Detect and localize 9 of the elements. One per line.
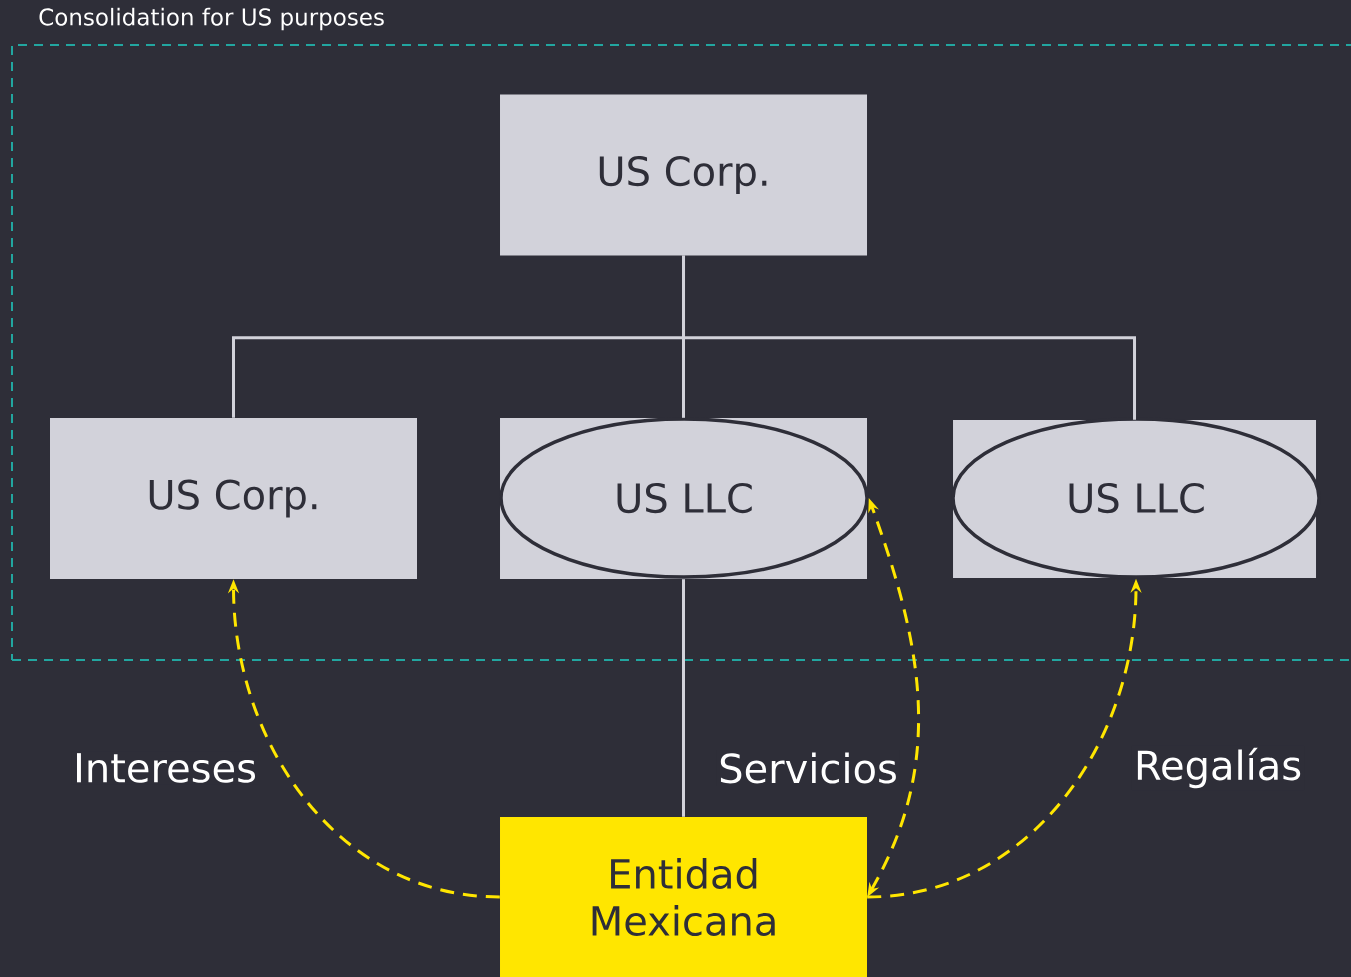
entity-box: Entidad Mexicana	[500, 817, 867, 977]
entity-box: US Corp.	[500, 94, 867, 256]
frame-heading: Consolidation for US purposes	[39, 7, 384, 31]
edge-label: Regalías	[1137, 747, 1301, 789]
connector-line	[682, 255, 1136, 420]
edge-label: Intereses	[76, 753, 255, 783]
entity-box: US Corp.	[50, 418, 417, 579]
connector-line	[682, 579, 685, 817]
edge-label: Servicios	[720, 752, 896, 784]
